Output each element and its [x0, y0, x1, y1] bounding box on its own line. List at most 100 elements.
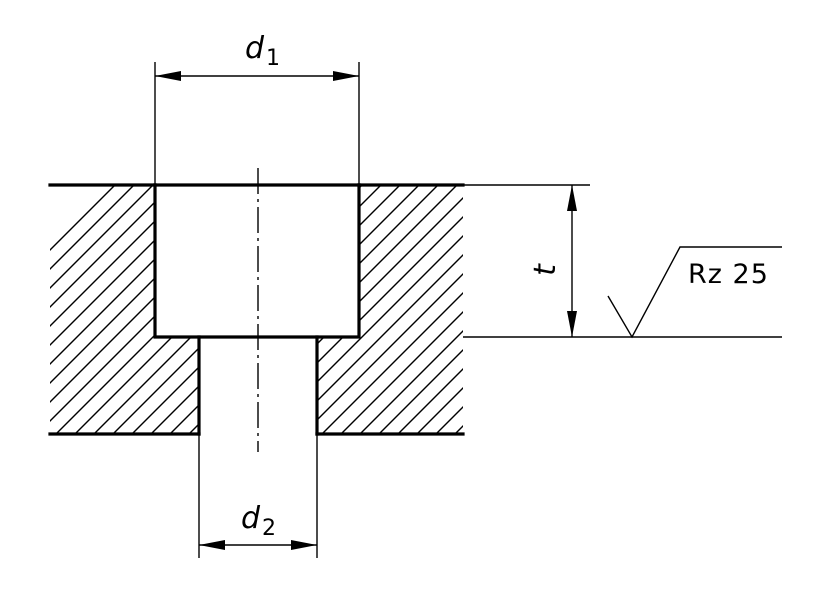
hatch-line [484, 100, 839, 500]
hatch-line [359, 185, 463, 337]
hatch-line [445, 185, 463, 337]
hatch-line [617, 100, 839, 500]
hatch-line [712, 100, 839, 500]
section-hatching [0, 100, 839, 500]
hatch-line [359, 185, 463, 337]
hatch-line [446, 100, 839, 500]
hatch-line [50, 185, 155, 337]
hatch-line [50, 337, 199, 434]
hatch-line [50, 185, 155, 337]
hatch-line [560, 100, 839, 500]
hatch-line [141, 337, 199, 434]
hatch-line [370, 100, 770, 500]
t-arrow-top [567, 185, 577, 211]
hatch-line [560, 100, 839, 500]
hatch-line [712, 100, 839, 500]
hatch-line [0, 100, 333, 500]
hatch-line [317, 337, 463, 434]
d1-subscript: 1 [266, 46, 280, 71]
hatch-line [50, 185, 155, 337]
hatch-line [560, 100, 839, 500]
hatch-line [294, 100, 694, 500]
hatch-line [369, 185, 463, 337]
hatch-line [331, 337, 463, 434]
hatch-line [579, 100, 839, 500]
hatch-line [50, 337, 199, 434]
hatch-line [50, 337, 199, 434]
hatch-line [674, 100, 839, 500]
hatch-line [693, 100, 839, 500]
hatch-line [359, 185, 463, 337]
hatch-line [84, 337, 199, 434]
hatch-line [674, 100, 839, 500]
hatch-line [359, 185, 463, 337]
hatch-line [807, 100, 839, 500]
d2-label: d2 [241, 501, 276, 541]
hatch-line [50, 185, 155, 337]
hatch-line [50, 185, 155, 337]
hatch-line [317, 337, 391, 434]
hatch-line [50, 185, 155, 337]
hatch-line [408, 100, 808, 500]
hatch-line [427, 100, 827, 500]
hatch-line [50, 337, 199, 434]
hatch-line [359, 185, 429, 337]
hatch-line [359, 185, 463, 337]
hatch-line [103, 337, 199, 434]
hatch-line [359, 185, 463, 337]
hatch-line [50, 185, 155, 337]
hatch-line [0, 100, 314, 500]
hatch-line [50, 185, 155, 337]
hatch-line [655, 100, 839, 500]
hatch-line [317, 337, 463, 434]
hatch-line [351, 100, 751, 500]
hatch-line [826, 100, 839, 500]
hatch-line [750, 100, 839, 500]
hatch-line [359, 185, 463, 337]
hatch-line [655, 100, 839, 500]
hatch-line [50, 185, 155, 337]
hatch-line [693, 100, 839, 500]
hatch-line [50, 185, 155, 337]
hatch-line [317, 337, 463, 434]
hatch-line [769, 100, 839, 500]
hatch-line [712, 100, 839, 500]
hatch-line [788, 100, 839, 500]
hatch-line [0, 100, 238, 500]
hatch-line [359, 185, 463, 337]
hatch-line [769, 100, 839, 500]
hatch-line [50, 337, 199, 434]
hatch-line [50, 337, 199, 434]
hatch-line [731, 100, 839, 500]
hatch-line [731, 100, 839, 500]
hatch-line [541, 100, 839, 500]
d1-arrow-right [333, 71, 359, 81]
hatch-line [541, 100, 839, 500]
hatch-line [359, 185, 463, 337]
hatch-line [389, 100, 789, 500]
hatch-line [484, 100, 839, 500]
hatch-line [351, 100, 751, 500]
hatch-line [731, 100, 839, 500]
hatch-line [50, 337, 199, 434]
hatch-line [503, 100, 839, 500]
hatch-line [332, 100, 732, 500]
hatch-line [0, 100, 257, 500]
hatch-line [769, 100, 839, 500]
hatch-line [693, 100, 839, 500]
hatch-line [388, 337, 463, 434]
d1-symbol: d [245, 31, 265, 66]
hatch-line [50, 185, 155, 337]
hatch-line [826, 100, 839, 500]
hatch-line [332, 100, 732, 500]
hatch-line [359, 185, 463, 337]
roughness-check-mark [607, 246, 782, 339]
hatch-line [50, 337, 199, 434]
hatch-line [370, 100, 770, 500]
hatch-line [484, 100, 839, 500]
hatch-line [317, 337, 463, 434]
hatch-line [407, 337, 463, 434]
t-label: t [528, 263, 563, 276]
t-arrow-bottom [567, 311, 577, 337]
